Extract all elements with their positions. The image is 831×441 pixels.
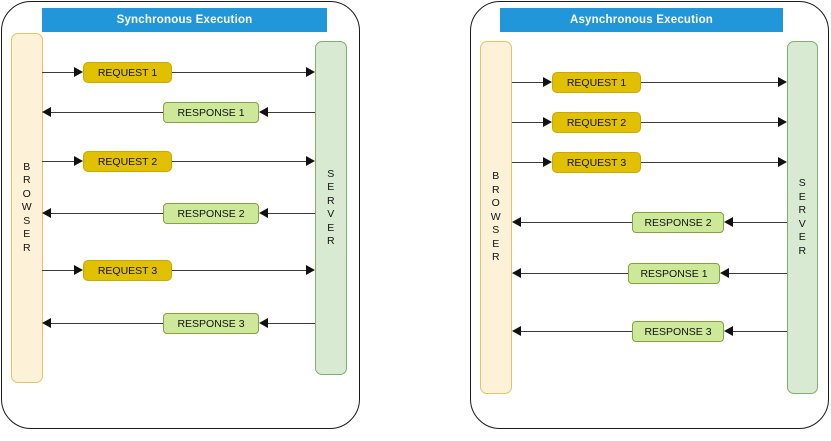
panel-title-asynchronous: Asynchronous Execution	[500, 8, 783, 32]
arrow-right-icon	[306, 156, 315, 166]
connector-line	[42, 161, 74, 163]
request-label: REQUEST 2	[566, 117, 627, 129]
arrow-right-icon	[306, 67, 315, 77]
arrow-left-icon	[512, 326, 521, 336]
arrow-left-icon	[259, 208, 268, 218]
connector-line	[51, 323, 163, 325]
message-row: REQUEST 1	[471, 72, 830, 94]
connector-line	[172, 270, 306, 272]
connector-line	[521, 331, 632, 333]
request-label: REQUEST 1	[97, 67, 158, 79]
connector-line	[172, 161, 306, 163]
arrow-right-icon	[778, 117, 787, 127]
message-row: REQUEST 3	[471, 152, 830, 174]
response-box: RESPONSE 2	[632, 212, 724, 233]
message-row: RESPONSE 2	[2, 203, 361, 225]
connector-line	[512, 82, 543, 84]
connector-line	[641, 82, 778, 84]
lane-browser-asynchronous: B R O W S E R	[480, 41, 512, 394]
response-label: RESPONSE 1	[177, 107, 245, 119]
connector-line	[51, 213, 163, 215]
connector-line	[51, 112, 163, 114]
arrow-left-icon	[42, 107, 51, 117]
request-box: REQUEST 3	[83, 260, 172, 281]
response-label: RESPONSE 2	[177, 208, 245, 220]
arrow-left-icon	[259, 107, 268, 117]
request-box: REQUEST 1	[83, 62, 172, 83]
lane-browser-label: B R O W S E R	[490, 170, 502, 264]
request-box: REQUEST 2	[83, 151, 172, 172]
arrow-right-icon	[306, 265, 315, 275]
arrow-right-icon	[543, 117, 552, 127]
connector-line	[268, 213, 315, 215]
connector-line	[42, 72, 74, 74]
response-label: RESPONSE 3	[177, 318, 245, 330]
arrow-right-icon	[543, 77, 552, 87]
panel-asynchronous: Asynchronous Execution B R O W S E R S E…	[470, 1, 829, 429]
arrow-left-icon	[724, 217, 733, 227]
message-row: RESPONSE 3	[471, 321, 830, 343]
message-row: RESPONSE 2	[471, 212, 830, 234]
request-box: REQUEST 3	[552, 152, 641, 173]
response-box: RESPONSE 3	[632, 321, 724, 342]
arrow-left-icon	[259, 318, 268, 328]
arrow-right-icon	[74, 156, 83, 166]
connector-line	[641, 122, 778, 124]
connector-line	[729, 273, 787, 275]
connector-line	[641, 162, 778, 164]
message-row: REQUEST 2	[471, 112, 830, 134]
connector-line	[268, 112, 315, 114]
arrow-left-icon	[512, 217, 521, 227]
arrow-right-icon	[543, 157, 552, 167]
connector-line	[512, 122, 543, 124]
message-row: RESPONSE 1	[2, 102, 361, 124]
arrow-right-icon	[74, 265, 83, 275]
request-label: REQUEST 1	[566, 77, 627, 89]
request-label: REQUEST 3	[97, 265, 158, 277]
message-row: REQUEST 1	[2, 62, 361, 84]
arrow-right-icon	[74, 67, 83, 77]
arrow-left-icon	[42, 318, 51, 328]
connector-line	[521, 273, 628, 275]
request-box: REQUEST 2	[552, 112, 641, 133]
connector-line	[733, 222, 787, 224]
request-box: REQUEST 1	[552, 72, 641, 93]
lane-server-asynchronous: S E R V E R	[787, 41, 818, 394]
response-label: RESPONSE 2	[644, 217, 712, 229]
message-row: REQUEST 2	[2, 151, 361, 173]
lane-server-label: S E R V E R	[798, 177, 807, 257]
response-box: RESPONSE 1	[628, 263, 720, 284]
lane-browser-synchronous: B R O W S E R	[11, 33, 43, 383]
message-row: RESPONSE 3	[2, 313, 361, 335]
lane-server-synchronous: S E R V E R	[315, 41, 347, 375]
message-row: REQUEST 3	[2, 260, 361, 282]
connector-line	[42, 270, 74, 272]
arrow-right-icon	[778, 77, 787, 87]
lane-server-label: S E R V E R	[326, 167, 336, 248]
panel-title-synchronous: Synchronous Execution	[42, 8, 327, 32]
arrow-left-icon	[512, 268, 521, 278]
connector-line	[512, 162, 543, 164]
response-box: RESPONSE 1	[163, 102, 259, 123]
arrow-right-icon	[778, 157, 787, 167]
connector-line	[172, 72, 306, 74]
arrow-left-icon	[720, 268, 729, 278]
response-box: RESPONSE 3	[163, 313, 259, 334]
response-label: RESPONSE 1	[640, 268, 708, 280]
request-label: REQUEST 3	[566, 157, 627, 169]
response-label: RESPONSE 3	[644, 326, 712, 338]
message-row: RESPONSE 1	[471, 263, 830, 285]
connector-line	[733, 331, 787, 333]
arrow-left-icon	[724, 326, 733, 336]
connector-line	[521, 222, 632, 224]
request-label: REQUEST 2	[97, 156, 158, 168]
lane-browser-label: B R O W S E R	[21, 160, 33, 254]
response-box: RESPONSE 2	[163, 203, 259, 224]
connector-line	[268, 323, 315, 325]
panel-synchronous: Synchronous Execution B R O W S E R S E …	[1, 1, 360, 429]
arrow-left-icon	[42, 208, 51, 218]
